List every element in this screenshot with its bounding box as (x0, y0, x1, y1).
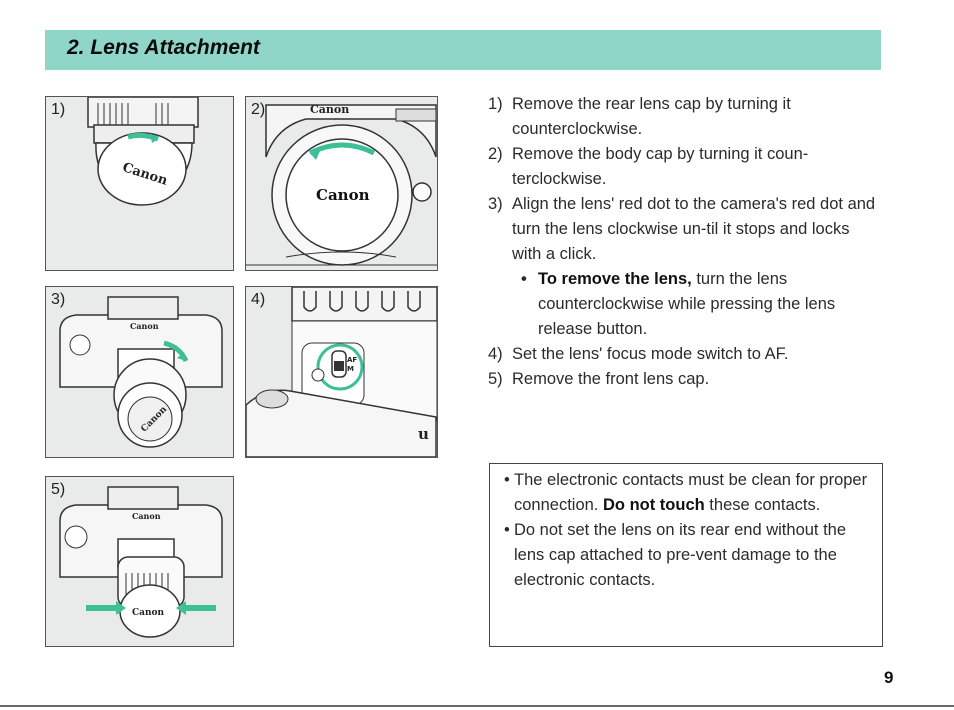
step-1: 1) Remove the rear lens cap by turning i… (488, 92, 882, 142)
switch-label-m: M (347, 365, 354, 373)
instruction-steps: 1) Remove the rear lens cap by turning i… (488, 92, 882, 392)
step-2-text: Remove the body cap by turning it coun-t… (512, 145, 809, 188)
body-cap-illustration: Canon Canon (246, 103, 437, 266)
step-4: 4) Set the lens' focus mode switch to AF… (488, 342, 882, 367)
bottom-rule (0, 705, 954, 707)
step-3-text: Align the lens' red dot to the camera's … (512, 195, 876, 263)
figure-2-brand: Canon (316, 186, 370, 204)
figure-3-number: 3) (51, 291, 66, 308)
page-number: 9 (884, 668, 894, 687)
section-header-bar: 2. Lens Attachment (45, 30, 881, 70)
figure-3-top-brand: Canon (130, 321, 159, 331)
bullet-dot: • (521, 270, 527, 288)
figure-3-align-lens: Canon Canon 3) (45, 286, 234, 458)
step-3-number: 3) (488, 195, 503, 213)
note-item-rear-end: •Do not set the lens on its rear end wit… (504, 521, 847, 589)
step-4-number: 4) (488, 345, 503, 363)
figure-1-number: 1) (51, 101, 66, 118)
figure-5-front-lens-cap: Canon Canon 5) (45, 476, 234, 647)
figure-4-focus-mode-switch: 35 AF M u 4) (245, 286, 438, 458)
switch-label-af: AF (347, 356, 357, 364)
remove-lens-text: turn the lens counterclockwise while pre… (538, 270, 836, 338)
rear-lens-cap-illustration: Canon (87, 97, 199, 206)
front-lens-cap-illustration: Canon Canon (59, 486, 223, 638)
note-1-bold: Do not touch (602, 496, 705, 514)
note-1-post: these contacts. (704, 496, 821, 514)
step-5-text: Remove the front lens cap. (512, 370, 710, 388)
focus-mode-switch-illustration: 35 AF M u (246, 287, 437, 457)
figure-2-body-cap: Canon Canon 2) (245, 96, 438, 271)
step-1-text: Remove the rear lens cap by turning it c… (512, 95, 791, 138)
figure-2-top-brand: Canon (310, 103, 349, 116)
step-3: 3) Align the lens' red dot to the camera… (488, 192, 882, 267)
figure-5-top-brand: Canon (132, 511, 161, 521)
step-1-number: 1) (488, 95, 503, 113)
figure-2-number: 2) (251, 101, 266, 118)
figure-5-brand: Canon (132, 608, 165, 618)
figure-5-number: 5) (51, 481, 66, 498)
figure-1-rear-lens-cap: Canon 1) (45, 96, 234, 271)
align-lens-illustration: Canon Canon (59, 296, 223, 448)
step-4-text: Set the lens' focus mode switch to AF. (512, 345, 789, 363)
caution-note-box: •The electronic contacts must be clean f… (489, 463, 883, 647)
note-1-pre: The electronic contacts must be clean fo… (514, 471, 868, 514)
note-2-text: Do not set the lens on its rear end with… (514, 521, 847, 589)
note-item-contacts: •The electronic contacts must be clean f… (504, 471, 868, 514)
step-2: 2) Remove the body cap by turning it cou… (488, 142, 882, 192)
svg-text:u: u (418, 425, 429, 443)
section-title: 2. Lens Attachment (67, 36, 260, 59)
step-2-number: 2) (488, 145, 503, 163)
figure-4-number: 4) (251, 291, 266, 308)
remove-lens-bullet: • To remove the lens, turn the lens coun… (488, 267, 882, 342)
step-5: 5) Remove the front lens cap. (488, 367, 882, 392)
remove-lens-bold: To remove the lens, (538, 270, 692, 288)
step-5-number: 5) (488, 370, 503, 388)
